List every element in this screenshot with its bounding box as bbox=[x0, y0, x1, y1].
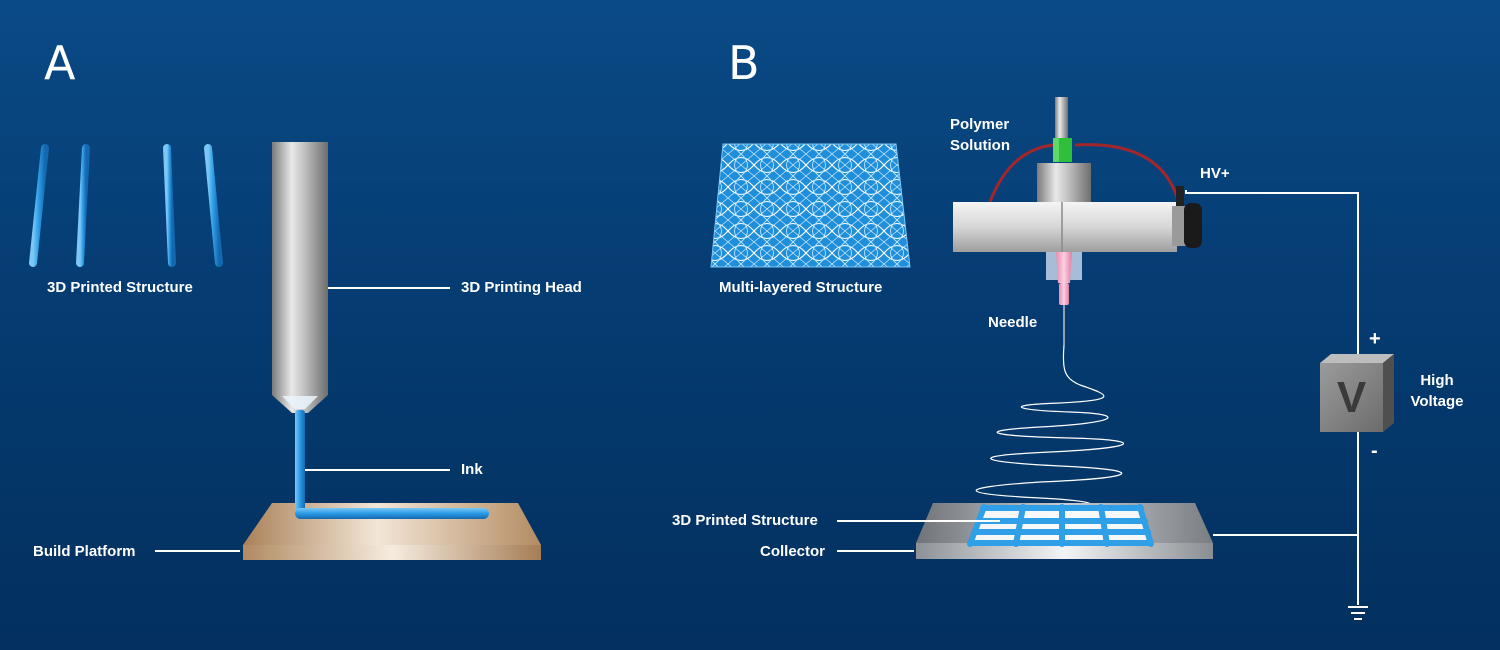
fiber-jet bbox=[975, 344, 1125, 513]
label-needle: Needle bbox=[988, 314, 1038, 331]
label-ink: Ink bbox=[461, 461, 483, 478]
printing-head bbox=[272, 142, 328, 413]
label-polymer-solution: Polymer Solution bbox=[950, 116, 1010, 154]
label-multilayer-structure: Multi-layered Structure bbox=[719, 279, 883, 296]
ink-stream bbox=[295, 410, 489, 519]
label-high-voltage: High Voltage bbox=[1410, 372, 1464, 410]
voltage-symbol: V bbox=[1336, 372, 1367, 422]
structure-grid-b bbox=[967, 504, 1154, 547]
label-3d-printed-structure-b: 3D Printed Structure bbox=[672, 512, 818, 529]
syringe-assembly bbox=[953, 97, 1202, 345]
multilayer-mesh bbox=[710, 143, 911, 268]
leader-lines-b bbox=[837, 520, 1000, 552]
label-3d-printed-structure-a: 3D Printed Structure bbox=[47, 279, 193, 296]
minus-sign: - bbox=[1371, 440, 1378, 462]
panel-b-letter: B bbox=[728, 36, 760, 90]
label-hv-plus: HV+ bbox=[1200, 165, 1230, 182]
plus-sign: + bbox=[1369, 328, 1381, 350]
structure-grid-a bbox=[28, 144, 224, 267]
hv-wiring bbox=[988, 143, 1368, 620]
label-printing-head: 3D Printing Head bbox=[461, 279, 582, 296]
voltage-source bbox=[1320, 354, 1394, 432]
leader-lines-a bbox=[155, 287, 450, 552]
panel-a-letter: A bbox=[44, 36, 76, 90]
label-collector: Collector bbox=[760, 543, 826, 560]
label-build-platform: Build Platform bbox=[33, 543, 136, 560]
